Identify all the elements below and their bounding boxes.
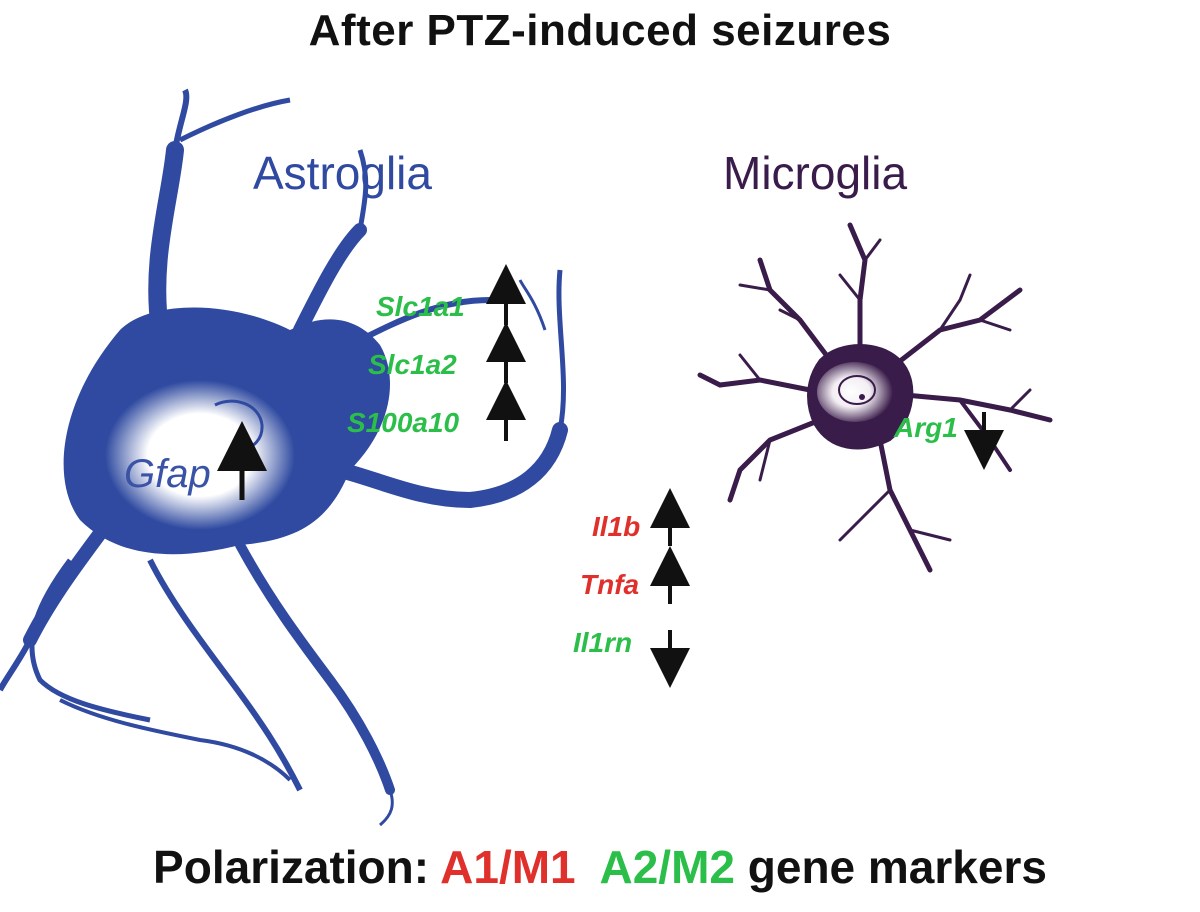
legend-suffix: gene markers [747,841,1047,893]
gene-s100a10: S100a10 [347,407,460,438]
figure-title: After PTZ-induced seizures [308,6,892,55]
astrocyte-cell [0,88,568,827]
gene-arg1: Arg1 [894,412,958,443]
legend-a2-m2: A2/M2 [599,841,735,893]
gene-gfap: Gfap [124,452,211,496]
legend-prefix: Polarization: [153,841,430,893]
microglia-cell [697,222,1053,573]
microglia-label: Microglia [723,147,908,199]
gene-il1rn: Il1rn [573,627,633,658]
gene-slc1a2: Slc1a2 [368,349,457,380]
gene-tnfa: Tnfa [580,569,640,600]
gene-il1b: Il1b [592,511,641,542]
legend-a1-m1: A1/M1 [440,841,576,893]
gene-slc1a1: Slc1a1 [376,291,465,322]
astroglia-label: Astroglia [253,147,432,199]
polarization-legend: Polarization: A1/M1 A2/M2 gene markers [0,840,1200,894]
